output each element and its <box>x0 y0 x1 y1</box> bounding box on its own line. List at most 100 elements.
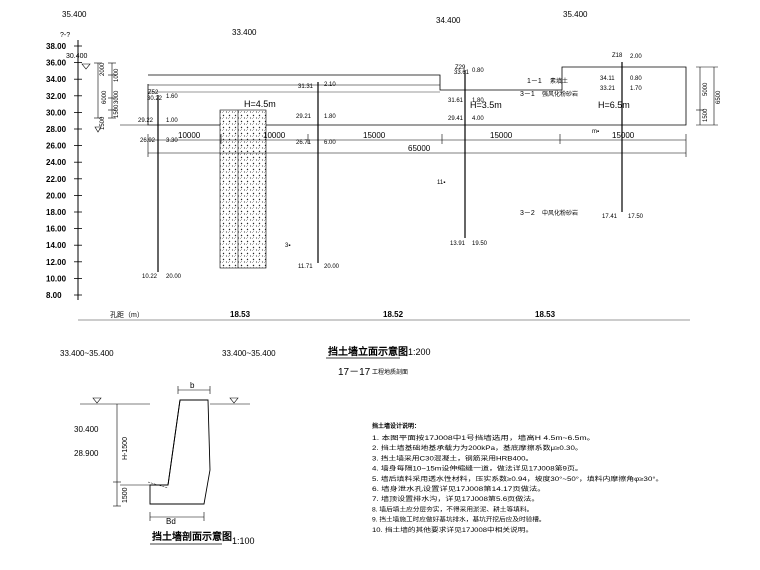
profile-subtitle-text: 工程地质剖面 <box>372 368 408 376</box>
bh1-l2: 29.22 <box>138 118 154 124</box>
bh3-l3: 29.41 <box>448 116 464 122</box>
left-dim-2000: 2000 <box>100 62 106 76</box>
axis-tick-label: 36.00 <box>46 59 67 68</box>
layer-1-1: 1－1 <box>527 78 542 85</box>
left-dim-1500b: 1500 <box>100 116 106 130</box>
note-item: 1. 本图平面按17J008中1号挡墙选用，墙高H 4.5m~6.5m。 <box>372 434 595 442</box>
axis-tick-label: 10.00 <box>46 274 67 283</box>
note-item: 2. 挡土墙基础地基承载力为200kPa，基底摩擦系数μ≥0.30。 <box>372 444 583 452</box>
bh3-bottom-val: 19.50 <box>472 241 488 247</box>
profile-scale: 1:200 <box>408 347 431 357</box>
bh4-v1: 0.80 <box>630 76 642 82</box>
section-height: H-1500 <box>122 437 129 460</box>
span-dimensions <box>147 134 687 157</box>
wall-section: 33.400~35.400 33.400~35.400 30.400 28.90… <box>60 349 276 546</box>
section-scale: 1:100 <box>232 536 255 546</box>
profile-title: 挡土墙立面示意图 <box>328 345 408 358</box>
axis-tick-label: 34.00 <box>46 75 67 84</box>
axis-ticks: 38.0036.0034.0032.0030.0028.0026.0024.00… <box>46 42 82 300</box>
axis-tick-label: 24.00 <box>46 158 67 167</box>
bh3-v3: 4.00 <box>472 116 484 122</box>
bh2-v1: 2.10 <box>324 82 336 88</box>
span-2: 10000 <box>263 131 286 140</box>
bh4-v0: 2.00 <box>630 54 642 60</box>
note-item: 10. 挡土墙的其他要求详见17J008中相关说明。 <box>372 526 533 534</box>
bh4-bottom-val: 17.50 <box>628 214 644 220</box>
pile-hatch-zone <box>219 109 267 269</box>
wall-outline <box>147 66 687 126</box>
height-label-3: H=6.5m <box>598 100 630 110</box>
axis-tick-label: 22.00 <box>46 175 67 184</box>
axis-tick-label: 16.00 <box>46 225 67 234</box>
left-marker: ?-? <box>60 32 70 39</box>
left-dim-6000: 6000 <box>102 90 108 104</box>
profile-subtitle-code: 17－17 <box>338 367 371 378</box>
axis-tick-label: 14.00 <box>46 241 67 250</box>
boreholes <box>157 62 623 272</box>
note-item: 4. 墙身每隔10~15m设伸缩缝一道，做法详见17J008第9页。 <box>372 465 583 473</box>
distance-1: 18.53 <box>230 310 251 319</box>
bh2-l3: 26.71 <box>296 140 312 146</box>
bh2-v2: 1.80 <box>324 114 336 120</box>
bh4-v2: 1.70 <box>630 86 642 92</box>
left-top-label-1: 30.400 <box>66 53 88 60</box>
water-level-icon <box>94 126 102 133</box>
section-elev-2: 28.900 <box>74 449 99 458</box>
note-item: 8. 墙后填土应分层夯实，不得采用淤泥、耕土等填料。 <box>372 505 533 513</box>
notes-heading: 挡土墙设计说明： <box>372 422 420 430</box>
layer-3-1-name: 强风化粉砂岩 <box>542 90 578 98</box>
note-item: 3. 挡土墙采用C30混凝土，钢筋采用HRB400。 <box>372 454 533 462</box>
distance-2: 18.52 <box>383 310 404 319</box>
bh1-bottom-val: 20.00 <box>166 274 182 280</box>
section-title: 挡土墙剖面示意图 <box>152 530 232 543</box>
bh1-bottom: 10.22 <box>142 274 158 280</box>
layer-3-2: 3－2 <box>520 210 535 217</box>
bh3-v1: 0.80 <box>472 68 484 74</box>
top-elev-4: 35.400 <box>563 10 588 19</box>
bh4-l1: 34.11 <box>600 76 615 82</box>
layer-3-1: 3－1 <box>520 91 535 98</box>
section-base-width: Bd <box>166 517 176 526</box>
note-item: 6. 墙身泄水孔设置详见17J008第14.17页做法。 <box>372 485 546 493</box>
bh4-bottom: 17.41 <box>602 214 618 220</box>
right-dim-6500: 6500 <box>716 90 722 104</box>
axis-tick-label: 30.00 <box>46 108 67 117</box>
axis-tick-label: 38.00 <box>46 42 67 51</box>
span-1: 10000 <box>178 131 201 140</box>
axis-tick-label: 20.00 <box>46 191 67 200</box>
bh2-bottom: 11.71 <box>298 264 313 270</box>
left-dim-3000: 3000 <box>114 90 120 104</box>
total-span: 65000 <box>408 144 431 153</box>
mark-3: m▪ <box>592 129 599 135</box>
bh1-v3: 3.30 <box>166 138 178 144</box>
top-elev-2: 33.400 <box>232 28 257 37</box>
bh4-l2: 33.21 <box>600 86 616 92</box>
axis-tick-label: 18.00 <box>46 208 67 217</box>
left-dim-chain <box>94 62 116 119</box>
bh2-bottom-val: 20.00 <box>324 264 340 270</box>
section-top-label-2: 33.400~35.400 <box>222 349 276 358</box>
bh-tag-3: Z18 <box>612 53 623 59</box>
bh1-l3: 26.92 <box>140 138 156 144</box>
bh-tag-2: Z29 <box>455 65 466 71</box>
height-label-2: H=3.5m <box>470 100 502 110</box>
elevation-profile: 35.400 33.400 34.400 35.400 ?-? 30.400 3… <box>46 10 722 378</box>
bh3-v2: 1.80 <box>472 98 484 104</box>
mark-1: 11▪ <box>437 180 445 186</box>
bh2-l1: 31.31 <box>298 84 314 90</box>
note-item: 7. 墙顶设置排水沟，详见17J008第5.6页做法。 <box>372 495 539 503</box>
axis-tick-label: 8.00 <box>46 291 62 300</box>
axis-tick-label: 28.00 <box>46 125 67 134</box>
left-dim-1500: 1500 <box>114 104 120 118</box>
water-level-icon <box>81 63 91 70</box>
axis-tick-label: 32.00 <box>46 92 67 101</box>
layer-1-1-name: 素填土 <box>550 77 568 85</box>
distance-3: 18.53 <box>535 310 556 319</box>
wall-body <box>149 399 211 505</box>
bh3-l2: 31.61 <box>448 98 464 104</box>
height-label-1: H=4.5m <box>244 99 276 109</box>
span-4: 15000 <box>490 131 513 140</box>
section-top-width: b <box>190 381 195 390</box>
right-dim-5000: 5000 <box>703 82 709 96</box>
bh3-bottom: 13.91 <box>450 241 466 247</box>
